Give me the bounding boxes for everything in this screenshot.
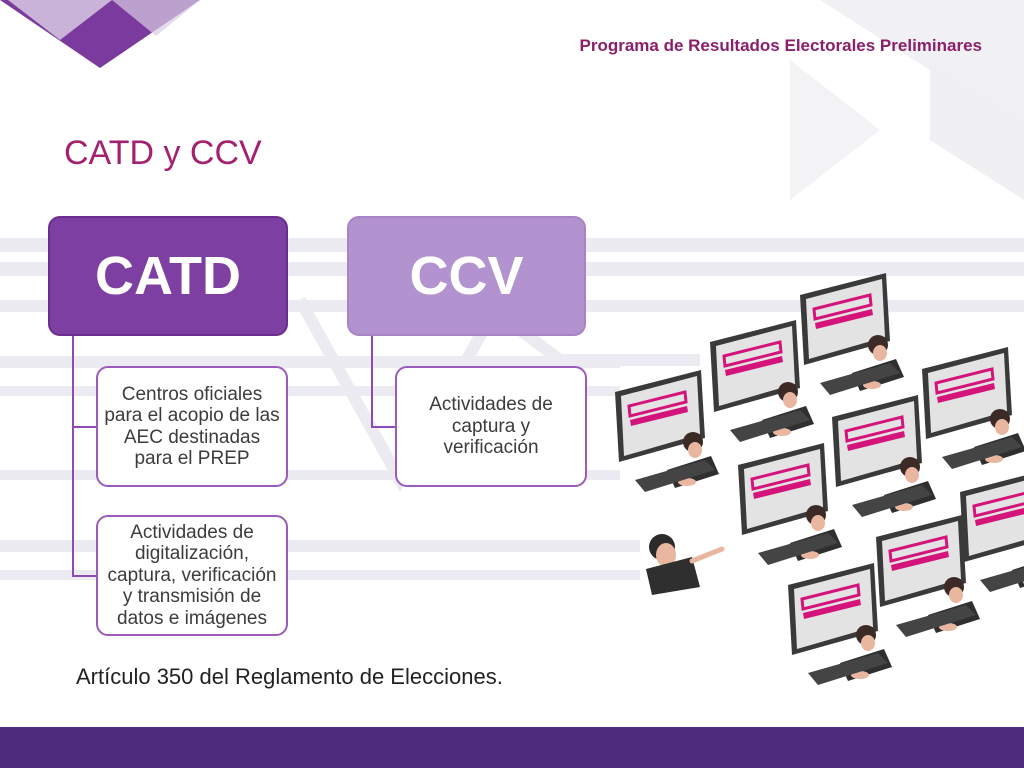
catd-box: CATD bbox=[48, 216, 288, 336]
ccv-label: CCV bbox=[409, 246, 524, 306]
footer-bar bbox=[0, 727, 1024, 768]
catd-connector-1 bbox=[72, 426, 96, 428]
ccv-description-1-text: Actividades de captura y verificación bbox=[429, 394, 553, 459]
article-reference: Artículo 350 del Reglamento de Eleccione… bbox=[76, 664, 503, 689]
catd-description-2: Actividades de digitalización, captura, … bbox=[96, 515, 288, 636]
workstation-icon bbox=[800, 273, 904, 395]
catd-description-1: Centros oficiales para el acopio de las … bbox=[96, 366, 288, 487]
workstation-icon bbox=[738, 443, 842, 565]
catd-description-1-text: Centros oficiales para el acopio de las … bbox=[104, 383, 280, 470]
catd-connector-2 bbox=[72, 575, 96, 577]
workstation-icon bbox=[788, 563, 892, 685]
slide-title: CATD y CCV bbox=[64, 134, 262, 172]
workstation-icon bbox=[615, 370, 719, 492]
workstations-illustration bbox=[615, 273, 1024, 685]
ccv-connector-1 bbox=[371, 426, 395, 428]
workstation-icon bbox=[832, 395, 936, 517]
catd-connector-vertical bbox=[72, 336, 74, 576]
workstation-icon bbox=[960, 475, 1024, 592]
workstation-icon bbox=[876, 515, 980, 637]
ccv-box: CCV bbox=[347, 216, 586, 336]
ccv-description-1: Actividades de captura y verificación bbox=[395, 366, 587, 487]
workstation-icon bbox=[922, 347, 1024, 469]
program-title: Programa de Resultados Electorales Preli… bbox=[579, 36, 982, 55]
workstation-icon bbox=[710, 320, 814, 442]
catd-description-2-text: Actividades de digitalización, captura, … bbox=[107, 521, 277, 629]
catd-label: CATD bbox=[95, 246, 241, 306]
presenter-icon bbox=[646, 534, 725, 595]
ccv-connector-vertical bbox=[371, 336, 373, 427]
